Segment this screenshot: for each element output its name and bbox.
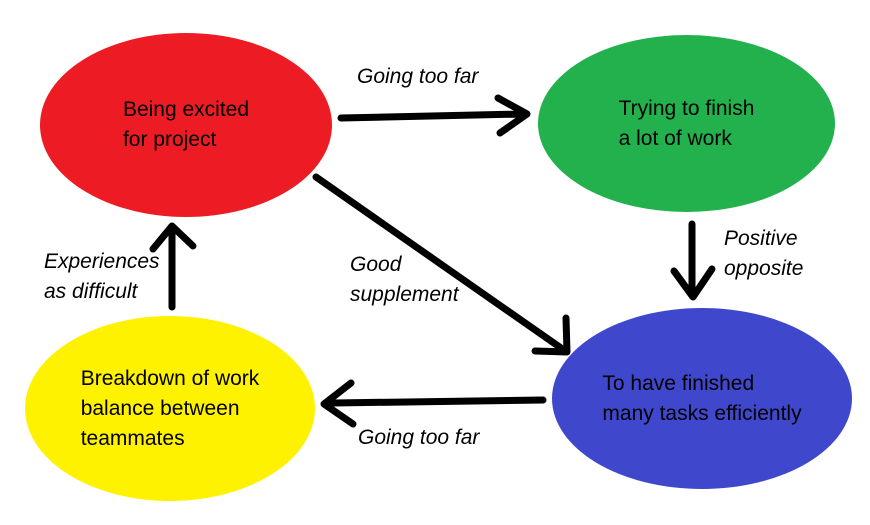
- edge-label-experiences-as-difficult: Experiences as difficult: [44, 250, 160, 303]
- node-being-excited: Being excited for project: [40, 33, 332, 217]
- node-trying-to-finish-label: Trying to finish a lot of work: [618, 96, 755, 150]
- arrow-excited-to-finished: [312, 173, 571, 356]
- edge-label-good-supplement: Good supplement: [350, 253, 459, 306]
- node-trying-to-finish: Trying to finish a lot of work: [538, 35, 835, 212]
- arrow-excited-to-trying: [337, 94, 531, 137]
- node-being-excited-label: Being excited for project: [122, 98, 250, 151]
- arrow-finished-to-breakdown: [320, 379, 547, 428]
- edge-label-going-too-far-top: Going too far: [357, 65, 479, 88]
- node-work-balance-breakdown: Breakdown of work balance between teamma…: [25, 316, 315, 501]
- arrow-trying-to-finished: [670, 220, 716, 301]
- edge-label-going-too-far-bottom: Going too far: [358, 426, 480, 449]
- edge-label-positive-opposite: Positive opposite: [724, 227, 804, 280]
- node-finished-tasks-label: To have finished many tasks efficiently: [602, 371, 802, 425]
- node-finished-tasks: To have finished many tasks efficiently: [552, 308, 852, 489]
- arrow-breakdown-to-excited: [149, 222, 197, 311]
- node-work-balance-breakdown-label: Breakdown of work balance between teamma…: [80, 366, 260, 450]
